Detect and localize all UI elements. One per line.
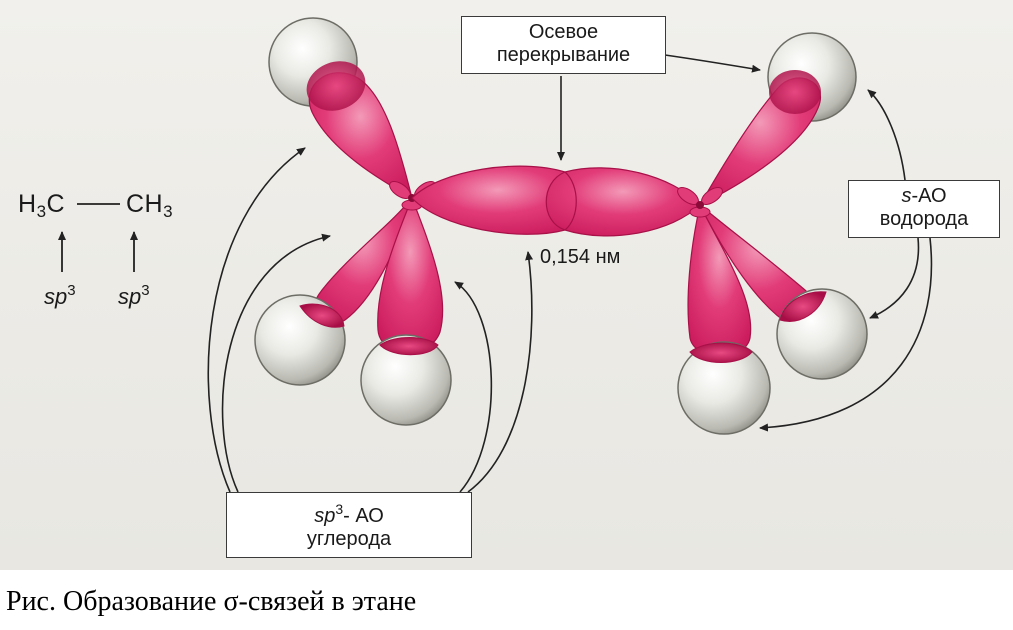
hyb-left-sup: 3: [67, 282, 76, 299]
sp3-lobe-left-upper: [306, 61, 413, 200]
s-ao-line1: s-АО: [849, 185, 999, 208]
formula-h-sub: 3: [36, 202, 47, 221]
sp3-lobe-left-down: [377, 196, 444, 353]
diagram-panel: H3C CH3 sp3 sp3 Осевое перекрывание s-АО…: [0, 0, 1013, 570]
sp3-ao-sp: sp: [314, 505, 336, 527]
hydrogen-sphere-left-lower: [254, 294, 346, 386]
s-ao-s: s: [901, 185, 912, 207]
figure-caption: Рис. Образование σ-связей в этане: [6, 586, 417, 617]
arrow-carbon-to-down-lobe: [454, 281, 493, 493]
axial-line1: Осевое: [528, 21, 599, 43]
s-ao-rest: -АО: [911, 185, 947, 207]
hybridization-right: sp3: [118, 282, 150, 310]
arrow-carbon-to-cc-lobe: [467, 251, 534, 493]
s-ao-line2: водорода: [879, 208, 969, 230]
hyb-right-sp: sp: [118, 284, 142, 309]
sp3-ao-sup: 3: [335, 501, 344, 517]
bond-length-label: 0,154 нм: [540, 246, 621, 268]
formula-ch-sub: 3: [163, 202, 174, 221]
arrow-h-to-right-down: [759, 237, 933, 432]
arrow-h-to-right-lower: [869, 237, 920, 319]
arrow-axial-to-right-h: [664, 54, 761, 73]
ethane-orbital-diagram: [58, 17, 933, 493]
formula-c-left: C: [46, 190, 66, 218]
carbon-center-right: [677, 187, 723, 218]
hydrogen-sphere-right-down: [677, 341, 771, 435]
sp3-ao-rest: - АО: [343, 505, 384, 527]
axial-line2: перекрывание: [496, 44, 631, 66]
hyb-left-sp: sp: [44, 284, 68, 309]
label-box-axial-overlap: Осевое перекрывание: [461, 16, 666, 74]
hydrogen-sphere-left-down: [360, 334, 452, 426]
formula-ch: CH: [126, 190, 164, 218]
arrow-carbon-to-upper-lobe: [207, 147, 306, 493]
sp3-lobe-right-upper: [698, 70, 821, 207]
arrow-h-to-top-right: [867, 89, 906, 181]
formula-right-group: CH3: [126, 190, 173, 222]
formula-h: H: [18, 190, 37, 218]
formula-left-group: H3C: [18, 190, 65, 222]
arrow-carbon-to-lower-lobe: [221, 233, 331, 493]
hybridization-left: sp3: [44, 282, 76, 310]
label-box-s-ao-hydrogen: s-АО водорода: [848, 180, 1000, 238]
hyb-right-sup: 3: [141, 282, 150, 299]
label-box-sp3-ao-carbon: sp3- АО углерода: [226, 492, 472, 558]
hydrogen-sphere-right-lower: [776, 288, 868, 380]
axial-overlap-lobes: [411, 165, 701, 237]
sp3-ao-line2: углерода: [306, 528, 392, 550]
sp3-ao-line1: sp3- АО: [227, 501, 471, 528]
